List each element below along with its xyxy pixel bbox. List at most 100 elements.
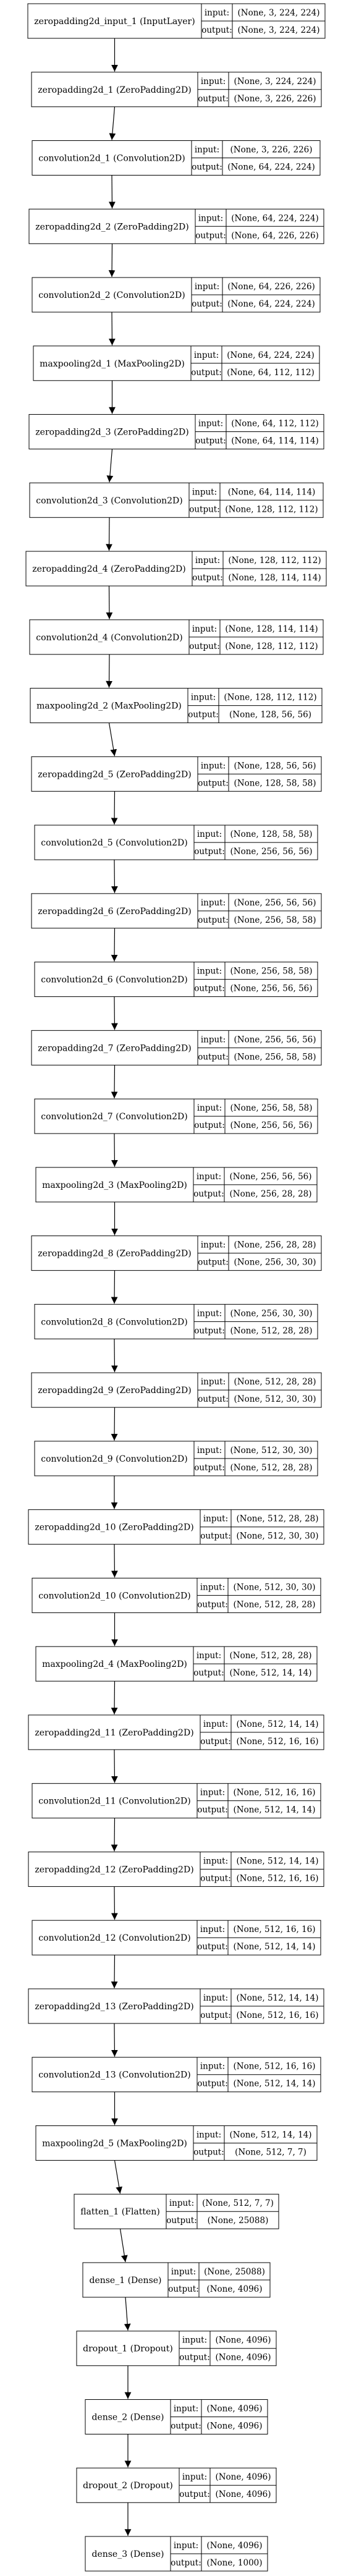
layer-node: zeropadding2d_12 (ZeroPadding2D)input:ou… (28, 1851, 324, 1887)
output-shape: (None, 512, 7, 7) (235, 2147, 306, 2157)
connection-arrow (111, 996, 118, 1030)
connection-arrow (111, 791, 118, 825)
input-shape: (None, 25088) (204, 2267, 265, 2277)
layer-name: dropout_1 (Dropout) (83, 2344, 173, 2354)
layer-name: convolution2d_5 (Convolution2D) (41, 838, 188, 848)
input-label: input: (203, 1993, 228, 2003)
layer-node: zeropadding2d_8 (ZeroPadding2D)input:out… (31, 1235, 322, 1271)
input-shape: (None, 4096) (206, 2404, 262, 2413)
layer-node: convolution2d_2 (Convolution2D)input:out… (32, 277, 321, 313)
connection-arrow (111, 1544, 118, 1578)
output-shape: (None, 256, 58, 58) (234, 915, 316, 925)
layer-name: dropout_2 (Dropout) (83, 2481, 173, 2491)
input-label: input: (200, 1788, 225, 1798)
output-shape: (None, 25088) (208, 2216, 269, 2226)
output-label: output: (200, 1873, 231, 1883)
layer-name: convolution2d_9 (Convolution2D) (41, 1454, 188, 1464)
output-shape: (None, 512, 28, 28) (230, 1463, 312, 1473)
layer-name: convolution2d_10 (Convolution2D) (38, 1591, 190, 1601)
output-shape: (None, 512, 16, 16) (236, 2010, 318, 2020)
layer-name: zeropadding2d_1 (ZeroPadding2D) (38, 85, 191, 95)
connection-arrow (109, 106, 116, 140)
layer-node: convolution2d_11 (Convolution2D)input:ou… (32, 1783, 321, 1819)
output-shape: (None, 256, 28, 28) (229, 1189, 311, 1199)
input-shape: (None, 256, 56, 56) (234, 898, 316, 908)
output-label: output: (200, 1532, 231, 1541)
input-label: input: (195, 145, 219, 155)
connection-arrow (111, 1818, 118, 1852)
layer-name: zeropadding2d_13 (ZeroPadding2D) (35, 2002, 193, 2012)
input-shape: (None, 256, 28, 28) (234, 1240, 316, 1250)
connection-arrow (106, 517, 113, 551)
layer-node: convolution2d_3 (Convolution2D)input:out… (29, 482, 324, 518)
input-label: input: (182, 2336, 207, 2345)
input-shape: (None, 64, 112, 112) (231, 419, 319, 429)
layer-name: zeropadding2d_11 (ZeroPadding2D) (35, 1728, 193, 1738)
output-shape: (None, 512, 14, 14) (233, 2079, 315, 2089)
input-label: input: (198, 419, 223, 429)
output-shape: (None, 256, 56, 56) (230, 984, 312, 994)
input-shape: (None, 512, 14, 14) (236, 1856, 318, 1866)
output-label: output: (193, 1189, 224, 1199)
input-label: input: (192, 487, 217, 497)
layer-nodes: zeropadding2d_input_1 (InputLayer) input:… (25, 3, 327, 2572)
output-label: output: (195, 436, 226, 446)
layer-name: convolution2d_12 (Convolution2D) (38, 1933, 190, 1943)
output-shape: (None, 512, 14, 14) (229, 1668, 311, 1678)
output-shape: (None, 512, 28, 28) (233, 1599, 315, 1609)
layer-node: zeropadding2d_3 (ZeroPadding2D)input:out… (28, 414, 324, 450)
layer-node: maxpooling2d_2 (MaxPooling2D)input:outpu… (30, 688, 323, 724)
input-shape: (None, 4096) (215, 2336, 271, 2345)
input-shape: (None, 3, 226, 226) (230, 145, 312, 155)
output-shape: (None, 512, 30, 30) (234, 1394, 316, 1404)
output-shape: (None, 64, 114, 114) (231, 436, 319, 446)
layer-name: convolution2d_1 (Convolution2D) (38, 154, 185, 164)
output-label: output: (194, 1121, 225, 1130)
layer-name: maxpooling2d_5 (MaxPooling2D) (42, 2138, 187, 2148)
layer-name: zeropadding2d_9 (ZeroPadding2D) (38, 1386, 191, 1396)
layer-node: flatten_1 (Flatten)input:output:(None, 5… (74, 2193, 279, 2229)
layer-name: maxpooling2d_1 (MaxPooling2D) (40, 359, 185, 369)
input-shape: (None, 128, 114, 114) (225, 624, 318, 634)
input-label: input: (194, 350, 219, 360)
input-shape: (None, 512, 28, 28) (234, 1377, 316, 1387)
output-shape: (None, 3, 226, 226) (234, 94, 316, 104)
input-shape: (None, 512, 30, 30) (233, 1582, 315, 1592)
input-shape: (None, 256, 58, 58) (230, 967, 312, 977)
output-label: output: (193, 2147, 224, 2157)
connection-arrow (111, 2023, 118, 2057)
layer-name: convolution2d_4 (Convolution2D) (36, 633, 183, 643)
layer-name: convolution2d_2 (Convolution2D) (38, 290, 185, 300)
output-shape: (None, 4096) (206, 2284, 262, 2294)
layer-name: zeropadding2d_4 (ZeroPadding2D) (32, 564, 185, 574)
output-label: output: (192, 163, 222, 172)
input-label: input: (198, 213, 223, 223)
output-shape: (None, 64, 112, 112) (227, 368, 315, 378)
layer-node: convolution2d_9 (Convolution2D)input:out… (34, 1441, 318, 1477)
layer-name: dense_3 (Dense) (91, 2549, 164, 2559)
layer-node: maxpooling2d_1 (MaxPooling2D)input:outpu… (33, 345, 320, 381)
layer-name: zeropadding2d_input_1 (InputLayer) (34, 17, 195, 27)
input-label: input: (201, 1377, 226, 1387)
layer-name: flatten_1 (Flatten) (80, 2207, 160, 2217)
output-label: output: (198, 778, 229, 788)
connection-arrow (111, 1749, 118, 1783)
connection-arrow (111, 1407, 118, 1441)
layer-name: dense_1 (Dense) (89, 2276, 161, 2286)
layer-node: zeropadding2d_13 (ZeroPadding2D)input:ou… (28, 1988, 324, 2024)
output-label: output: (198, 1258, 229, 1268)
connection-arrow (111, 1065, 118, 1099)
input-label: input: (203, 1856, 228, 1866)
output-shape: (None, 256, 30, 30) (234, 1258, 316, 1268)
input-label: input: (174, 2541, 198, 2551)
input-label: input: (182, 2472, 207, 2482)
output-label: output: (179, 2353, 210, 2363)
layer-node: convolution2d_5 (Convolution2D)input:out… (34, 824, 318, 860)
layer-node: convolution2d_10 (Convolution2D)input:ou… (32, 1577, 321, 1613)
output-label: output: (171, 2558, 201, 2568)
input-shape: (None, 256, 58, 58) (230, 1103, 312, 1113)
output-label: output: (198, 915, 229, 925)
output-label: output: (171, 2421, 201, 2431)
input-shape: (None, 512, 14, 14) (229, 2130, 311, 2140)
